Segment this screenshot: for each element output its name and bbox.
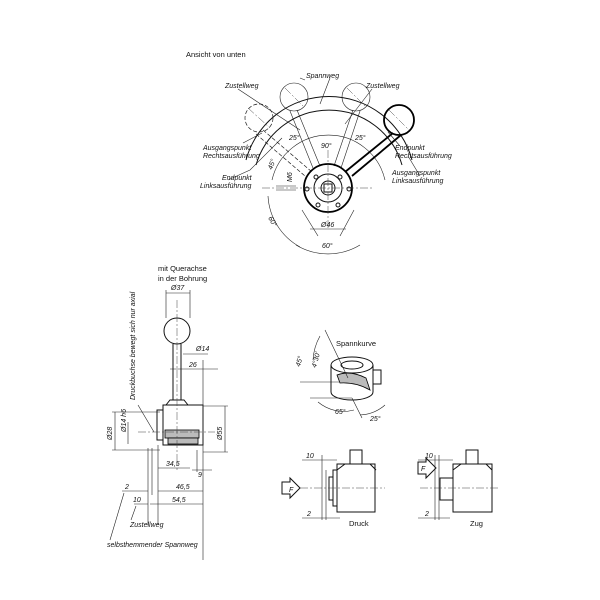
ball-right bbox=[341, 82, 371, 112]
label-spannweg: Spannweg bbox=[306, 73, 339, 80]
label-endpunkt-rechts: Endpunkt bbox=[395, 145, 426, 152]
dim-34-5: 34,5 bbox=[166, 461, 180, 468]
angle-arc-90 bbox=[271, 134, 386, 181]
dim-d55: Ø55 bbox=[217, 427, 224, 441]
label-zustellweg: Zustellweg bbox=[129, 522, 164, 529]
dim-25-right: 25° bbox=[354, 134, 366, 142]
label-ausgangspunkt-links: Ausgangspunkt bbox=[391, 170, 441, 177]
dim-d37: Ø37 bbox=[170, 285, 185, 292]
zug-view: F 10 2 Zug bbox=[417, 449, 500, 528]
label-selbsthemmender-spannweg: selbsthemmender Spannweg bbox=[107, 542, 198, 549]
dim-m6: M6 bbox=[287, 172, 294, 182]
dim-10: 10 bbox=[133, 497, 141, 504]
dim-90: 90° bbox=[321, 142, 332, 150]
dim-9: 9 bbox=[198, 472, 202, 479]
dim-45-kurve: 45° bbox=[294, 355, 305, 367]
druck-force-label: F bbox=[289, 487, 294, 494]
dim-60-bottom: 60° bbox=[322, 242, 333, 250]
dim-46-5: 46,5 bbox=[176, 484, 190, 491]
label-rechtsausfuehrung: Rechtsausführung bbox=[203, 153, 260, 160]
zug-force-label: F bbox=[421, 466, 426, 473]
druck-view: F 10 2 Druck bbox=[281, 449, 385, 528]
ball-dashed-left bbox=[244, 103, 274, 133]
label-zustellweg-right: Zustellweg bbox=[365, 83, 400, 90]
zug-dim-2: 2 bbox=[424, 511, 429, 518]
note-druckbuchse: Druckbuchse bewegt sich nur axial bbox=[130, 291, 137, 400]
dim-54-5: 54,5 bbox=[172, 497, 186, 504]
dim-d46: Ø46 bbox=[320, 222, 334, 229]
angle-arc-60-bottom bbox=[295, 244, 361, 255]
caption-querachse: mit Querachse bbox=[158, 264, 207, 273]
caption-bohrung: in der Bohrung bbox=[158, 274, 207, 283]
druck-label: Druck bbox=[349, 519, 369, 528]
label-linksausfuehrung-2: Linksausführung bbox=[392, 178, 443, 185]
dim-65: 65° bbox=[335, 408, 346, 416]
inner-arc bbox=[255, 109, 403, 166]
top-view: Ansicht von unten Zustellweg Spannweg bbox=[186, 50, 452, 255]
label-zustellweg-left: Zustellweg bbox=[224, 83, 259, 90]
dim-25-kurve: 25° bbox=[369, 415, 381, 423]
dim-2: 2 bbox=[124, 484, 129, 491]
outer-arc bbox=[245, 96, 413, 161]
label-linksausfuehrung: Linksausführung bbox=[200, 183, 251, 190]
spannkurve-title: Spannkurve bbox=[336, 339, 376, 348]
top-view-title: Ansicht von unten bbox=[186, 50, 246, 59]
label-ausgangspunkt-rechts: Ausgangspunkt bbox=[202, 145, 252, 152]
side-view: mit Querachse in der Bohrung Ø37 Ø14 26 … bbox=[107, 264, 228, 560]
dim-25-left: 25° bbox=[288, 134, 300, 142]
force-arrow-left bbox=[281, 476, 301, 500]
label-endpunkt-links: Endpunkt bbox=[222, 175, 253, 182]
zug-label: Zug bbox=[470, 519, 483, 528]
dim-45: 45° bbox=[266, 158, 277, 171]
druck-dim-2: 2 bbox=[306, 511, 311, 518]
dim-26: 26 bbox=[188, 362, 197, 369]
ball-solid-right bbox=[383, 104, 415, 136]
dim-4-30: 4°30' bbox=[310, 351, 322, 369]
handle-stem bbox=[172, 344, 182, 400]
ball-left bbox=[279, 82, 309, 112]
dim-d14h6: Ø14 h6 bbox=[121, 409, 128, 433]
force-arrow-right bbox=[417, 456, 437, 480]
label-rechtsausfuehrung-2: Rechtsausführung bbox=[395, 153, 452, 160]
spannkurve-view: Spannkurve 45° 4°30' 65° 25° bbox=[294, 329, 386, 423]
druck-dim-10: 10 bbox=[306, 453, 314, 460]
angle-arc-60 bbox=[267, 195, 301, 248]
dim-d28: Ø28 bbox=[107, 427, 114, 441]
zug-dim-10: 10 bbox=[425, 453, 433, 460]
dim-60-left: 60° bbox=[266, 215, 278, 228]
dim-d14: Ø14 bbox=[195, 346, 209, 353]
